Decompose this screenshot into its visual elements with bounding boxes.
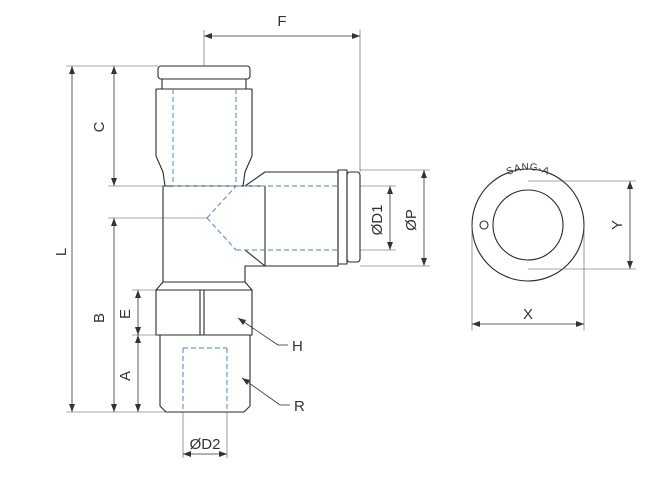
threaded-end — [159, 334, 251, 413]
hidden-bore-branch — [206, 185, 338, 251]
label-h: H — [292, 338, 303, 355]
side-collet — [346, 171, 361, 263]
fitting-front-view — [155, 65, 361, 413]
central-body — [162, 185, 266, 283]
label-l: L — [53, 248, 70, 256]
label-d2: ØD2 — [190, 436, 221, 453]
fitting-side-view: SANG-A X Y — [471, 162, 636, 330]
dimension-labels: F L C B E A ØD1 ØP ØD2 H R — [53, 13, 420, 453]
upper-body — [155, 88, 253, 187]
end-face-bore — [492, 189, 564, 261]
dimension-lines — [66, 30, 430, 458]
label-x: X — [523, 306, 533, 323]
label-e: E — [117, 309, 134, 319]
label-r: R — [294, 398, 305, 415]
top-collet — [157, 65, 251, 80]
end-face-outer — [471, 168, 585, 282]
label-b: B — [91, 313, 108, 323]
brand-marking: SANG-A — [505, 162, 551, 178]
label-y: Y — [609, 220, 626, 230]
side-collet-ring — [337, 169, 348, 265]
label-a: A — [117, 371, 134, 381]
hidden-bore-vertical — [172, 89, 237, 187]
label-d1: ØD1 — [369, 205, 386, 236]
hidden-bore-thread — [182, 347, 228, 412]
top-collet-ring — [161, 78, 247, 90]
label-c: C — [91, 121, 108, 132]
label-f: F — [277, 13, 286, 30]
indicator-dot — [479, 220, 489, 230]
label-p: ØP — [403, 209, 420, 231]
